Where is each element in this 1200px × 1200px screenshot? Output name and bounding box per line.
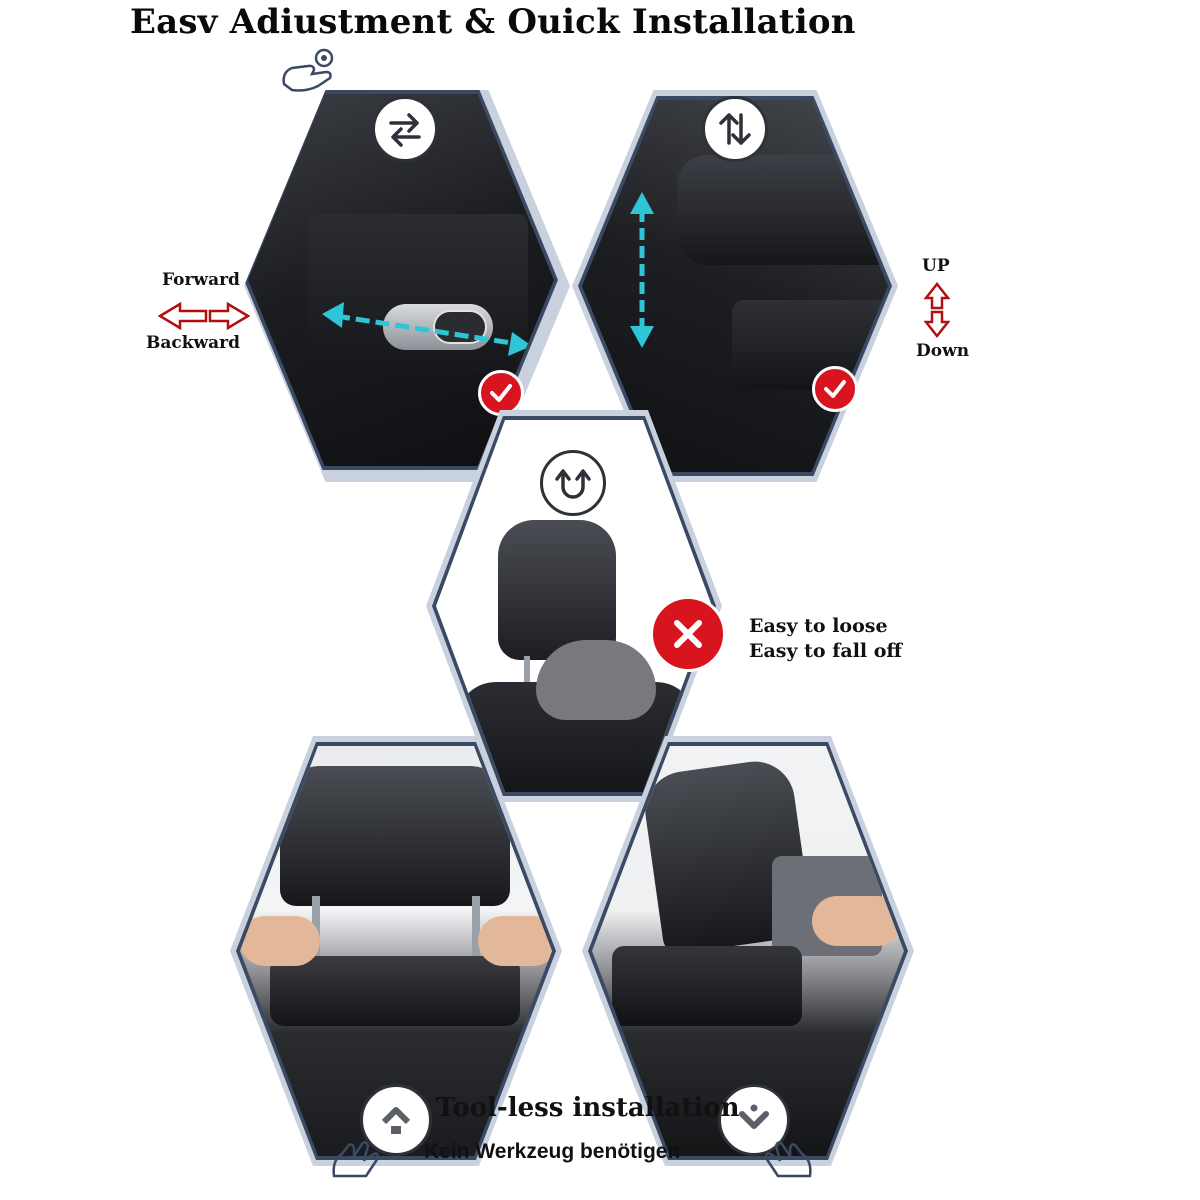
caption-toolless: Tool-less installation — [436, 1093, 740, 1123]
forward-backward-arrow-icon — [158, 302, 250, 330]
error-x-icon — [650, 596, 726, 672]
touch-hand-icon — [282, 48, 334, 92]
warning-line-1: Easy to loose — [749, 615, 888, 637]
u-turn-icon — [540, 450, 606, 516]
swap-vertical-icon — [702, 96, 768, 162]
hands-icon — [332, 1141, 380, 1178]
up-down-arrow-icon — [924, 282, 950, 338]
caption-german: Kein Werkzeug benötigen — [424, 1140, 681, 1163]
up-label: UP — [922, 256, 950, 276]
home-up-icon — [360, 1084, 432, 1156]
down-label: Down — [916, 341, 970, 361]
hands-icon — [764, 1141, 812, 1178]
backward-label: Backward — [146, 333, 241, 353]
forward-label: Forward — [162, 270, 240, 290]
check-icon — [812, 366, 858, 412]
check-icon — [478, 370, 524, 416]
swap-horizontal-icon — [372, 96, 438, 162]
warning-line-2: Easy to fall off — [749, 640, 903, 662]
page-title: Easv Adiustment & Ouick Installation — [130, 2, 856, 42]
